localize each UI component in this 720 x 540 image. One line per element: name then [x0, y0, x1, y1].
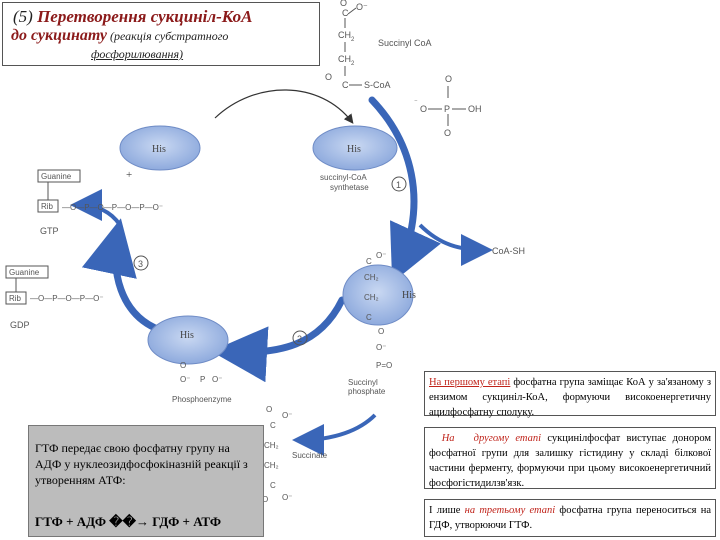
svg-text:O⁻: O⁻ — [282, 493, 292, 502]
phospho-structure: O P O⁻ O⁻ — [180, 361, 222, 384]
svg-text:2: 2 — [351, 61, 355, 67]
gtp-atp-equation: ГТФ + АДФ ��→ ГДФ + АТФ — [35, 514, 221, 529]
step-2: 2 — [297, 334, 302, 344]
coa-release-arrow — [418, 223, 493, 266]
svg-text:CH₂: CH₂ — [364, 273, 379, 282]
cycle-arrow-2 — [211, 296, 346, 383]
gtp-atp-note: ГТФ передає свою фосфатну групу на АДФ у… — [28, 425, 264, 537]
svg-text:O: O — [378, 327, 384, 336]
svg-text:His: His — [180, 330, 194, 341]
title-line-3: фосфорилювання) — [91, 47, 184, 61]
title-box: (5) Перетворення сукциніл-КоА до сукцина… — [2, 2, 320, 66]
succinate-arrow — [292, 413, 377, 456]
svg-text:O: O — [180, 361, 186, 370]
gtp-arrow — [70, 189, 122, 227]
svg-text:C: C — [270, 481, 276, 490]
svg-text:OH: OH — [468, 104, 482, 114]
note-step-3: І лише на третьому етапі фосфатна група … — [424, 499, 716, 537]
svg-text:CH₂: CH₂ — [364, 293, 379, 302]
svg-text:O: O — [420, 104, 427, 114]
svg-text:P: P — [444, 104, 450, 114]
succinyl-phosphate-structure: C O⁻ CH₂ CH₂ C O O⁻ P=O — [364, 251, 392, 370]
svg-text:CH: CH — [338, 54, 351, 64]
svg-text:C: C — [342, 80, 349, 90]
succinyl-phosphate-label-1: Succinyl — [348, 378, 378, 387]
enzyme-blob-left — [119, 125, 201, 171]
svg-text:O⁻: O⁻ — [212, 375, 222, 384]
gdp-label: GDP — [10, 320, 30, 330]
step-3: 3 — [138, 259, 143, 269]
svg-text:O⁻: O⁻ — [282, 411, 292, 420]
phosphate-top: O O⁻ P OH O — [414, 74, 482, 138]
succinyl-coa-label: Succinyl CoA — [378, 38, 432, 48]
svg-text:Rib: Rib — [41, 202, 54, 211]
svg-text:P=O: P=O — [376, 361, 392, 370]
svg-text:His: His — [402, 290, 416, 301]
succinate-label: Succinate — [292, 451, 328, 460]
svg-text:Rib: Rib — [9, 294, 22, 303]
svg-text:⁻: ⁻ — [414, 99, 418, 106]
synthetase-label-1: succinyl-CoA — [320, 173, 367, 182]
svg-text:Guanine: Guanine — [41, 172, 72, 181]
svg-text:C: C — [366, 313, 372, 322]
svg-text:C: C — [342, 8, 349, 18]
svg-text:O: O — [266, 405, 272, 414]
svg-text:Guanine: Guanine — [9, 268, 40, 277]
step-1: 1 — [396, 180, 401, 190]
svg-text:C: C — [366, 257, 372, 266]
enzyme-blob-right — [312, 125, 398, 171]
svg-text:CH₂: CH₂ — [264, 441, 279, 450]
enzyme-blob-phosphate — [342, 264, 414, 326]
succinyl-phosphate-label-2: phosphate — [348, 387, 386, 396]
gtp-atp-text: ГТФ передає свою фосфатну групу на АДФ у… — [35, 441, 248, 487]
svg-text:2: 2 — [351, 37, 355, 43]
gtp-structure: Guanine Rib —O—P—O—P—O—P—O⁻ — [37, 169, 163, 213]
phosphoenzyme-label: Phosphoenzyme — [172, 395, 232, 404]
svg-text:O: O — [340, 0, 347, 8]
svg-text:O⁻: O⁻ — [376, 251, 386, 260]
svg-text:O: O — [262, 495, 268, 504]
svg-text:O: O — [445, 74, 452, 84]
gdp-structure: Guanine Rib —O—P—O—P—O⁻ — [5, 265, 104, 305]
svg-text:O: O — [325, 72, 332, 82]
svg-text:CH₂: CH₂ — [264, 461, 279, 470]
entry-arrow — [214, 89, 354, 124]
svg-text:+: + — [126, 169, 132, 181]
note-step-1: На першому етапі фосфатна група заміщає … — [424, 371, 716, 418]
succinate-structure: O O⁻ C CH₂ CH₂ C O O⁻ — [262, 405, 292, 504]
svg-text:O⁻: O⁻ — [180, 375, 190, 384]
svg-text:His: His — [347, 144, 361, 155]
cycle-arrow-1 — [368, 96, 441, 283]
gtp-label: GTP — [40, 226, 59, 236]
coa-sh-label: CoA-SH — [492, 246, 525, 256]
his-label: His — [152, 144, 166, 155]
title-line-1: (5) Перетворення сукциніл-КоА — [13, 7, 253, 26]
svg-text:S-CoA: S-CoA — [364, 80, 391, 90]
cycle-arrow-3 — [81, 218, 164, 334]
enzyme-blob-bottom — [147, 315, 229, 365]
note-step-2: На другому етапі сукцинілфосфат виступає… — [424, 427, 716, 489]
svg-text:C: C — [270, 421, 276, 430]
title-line-2: до сукцинату (реакція субстратного — [11, 27, 229, 44]
synthetase-label-2: synthetase — [330, 183, 369, 192]
svg-text:—O—P—O—P—O—P—O⁻: —O—P—O—P—O—P—O⁻ — [62, 203, 163, 212]
svg-text:P: P — [200, 375, 205, 384]
svg-text:CH: CH — [338, 30, 351, 40]
svg-text:O: O — [444, 128, 451, 138]
svg-text:O⁻: O⁻ — [376, 343, 386, 352]
svg-text:—O—P—O—P—O⁻: —O—P—O—P—O⁻ — [30, 294, 104, 303]
svg-text:O⁻: O⁻ — [356, 2, 368, 12]
